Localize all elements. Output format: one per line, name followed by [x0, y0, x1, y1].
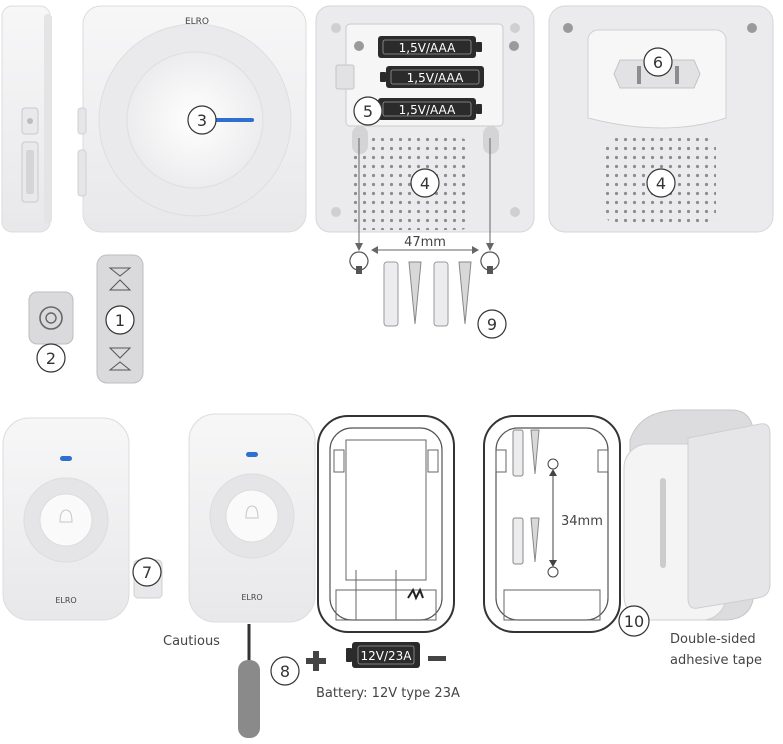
callout-1: 1: [105, 305, 135, 335]
callout-5: 5: [353, 96, 383, 126]
doorbell-button-front-1: ELRO: [2, 417, 163, 621]
callout-8: 8: [270, 656, 300, 686]
brand-logo: ELRO: [241, 593, 262, 602]
battery-label: 1,5V/AAA: [399, 41, 456, 55]
settings-button-icon: [28, 291, 74, 345]
screwdriver: [238, 624, 260, 738]
battery-type-label: Battery: 12V type 23A: [316, 686, 460, 701]
receiver-side-view: [1, 5, 52, 233]
callout-6: 6: [643, 47, 673, 77]
button-with-adhesive-tape: [623, 409, 771, 621]
callout-2: 2: [36, 343, 66, 373]
svg-text:1: 1: [115, 311, 125, 330]
aaa-battery-2: 1,5V/AAA: [380, 66, 484, 88]
svg-text:6: 6: [653, 53, 663, 72]
svg-text:2: 2: [46, 349, 56, 368]
battery-12v-23a: 12V/23A: [306, 642, 446, 671]
callout-3: 3: [187, 105, 217, 135]
callout-10: 10: [618, 605, 650, 637]
brand-logo: ELRO: [55, 596, 76, 605]
tape-label-1: Double-sided: [670, 632, 756, 647]
tape-label-2: adhesive tape: [670, 653, 762, 668]
aaa-battery-1: 1,5V/AAA: [378, 36, 482, 58]
svg-text:3: 3: [197, 111, 207, 130]
button-back-open: [317, 415, 455, 633]
svg-text:7: 7: [142, 563, 152, 582]
battery-label: 1,5V/AAA: [399, 103, 456, 117]
callout-7: 7: [132, 557, 162, 587]
svg-text:10: 10: [624, 612, 644, 631]
svg-text:9: 9: [487, 315, 497, 334]
battery-cell-label: 12V/23A: [361, 649, 413, 663]
aaa-battery-3: 1,5V/AAA: [378, 98, 482, 120]
cautious-label: Cautious: [163, 634, 220, 649]
battery-label: 1,5V/AAA: [407, 71, 464, 85]
doorbell-button-front-2: ELRO: [188, 413, 316, 623]
brand-logo: ELRO: [185, 17, 209, 27]
callout-9: 9: [477, 309, 507, 339]
plug-receiver-back: [548, 5, 774, 233]
callout-4b: 4: [646, 168, 676, 198]
svg-text:4: 4: [656, 174, 666, 193]
svg-text:4: 4: [420, 174, 430, 193]
svg-text:8: 8: [280, 662, 290, 681]
callout-4a: 4: [410, 168, 440, 198]
button-back-mounting: 34mm: [483, 415, 621, 633]
svg-text:5: 5: [363, 102, 373, 121]
dimension-47mm: 47mm: [404, 235, 446, 250]
dimension-34mm: 34mm: [561, 514, 603, 529]
mounting-guide-47mm: 47mm: [349, 138, 500, 327]
